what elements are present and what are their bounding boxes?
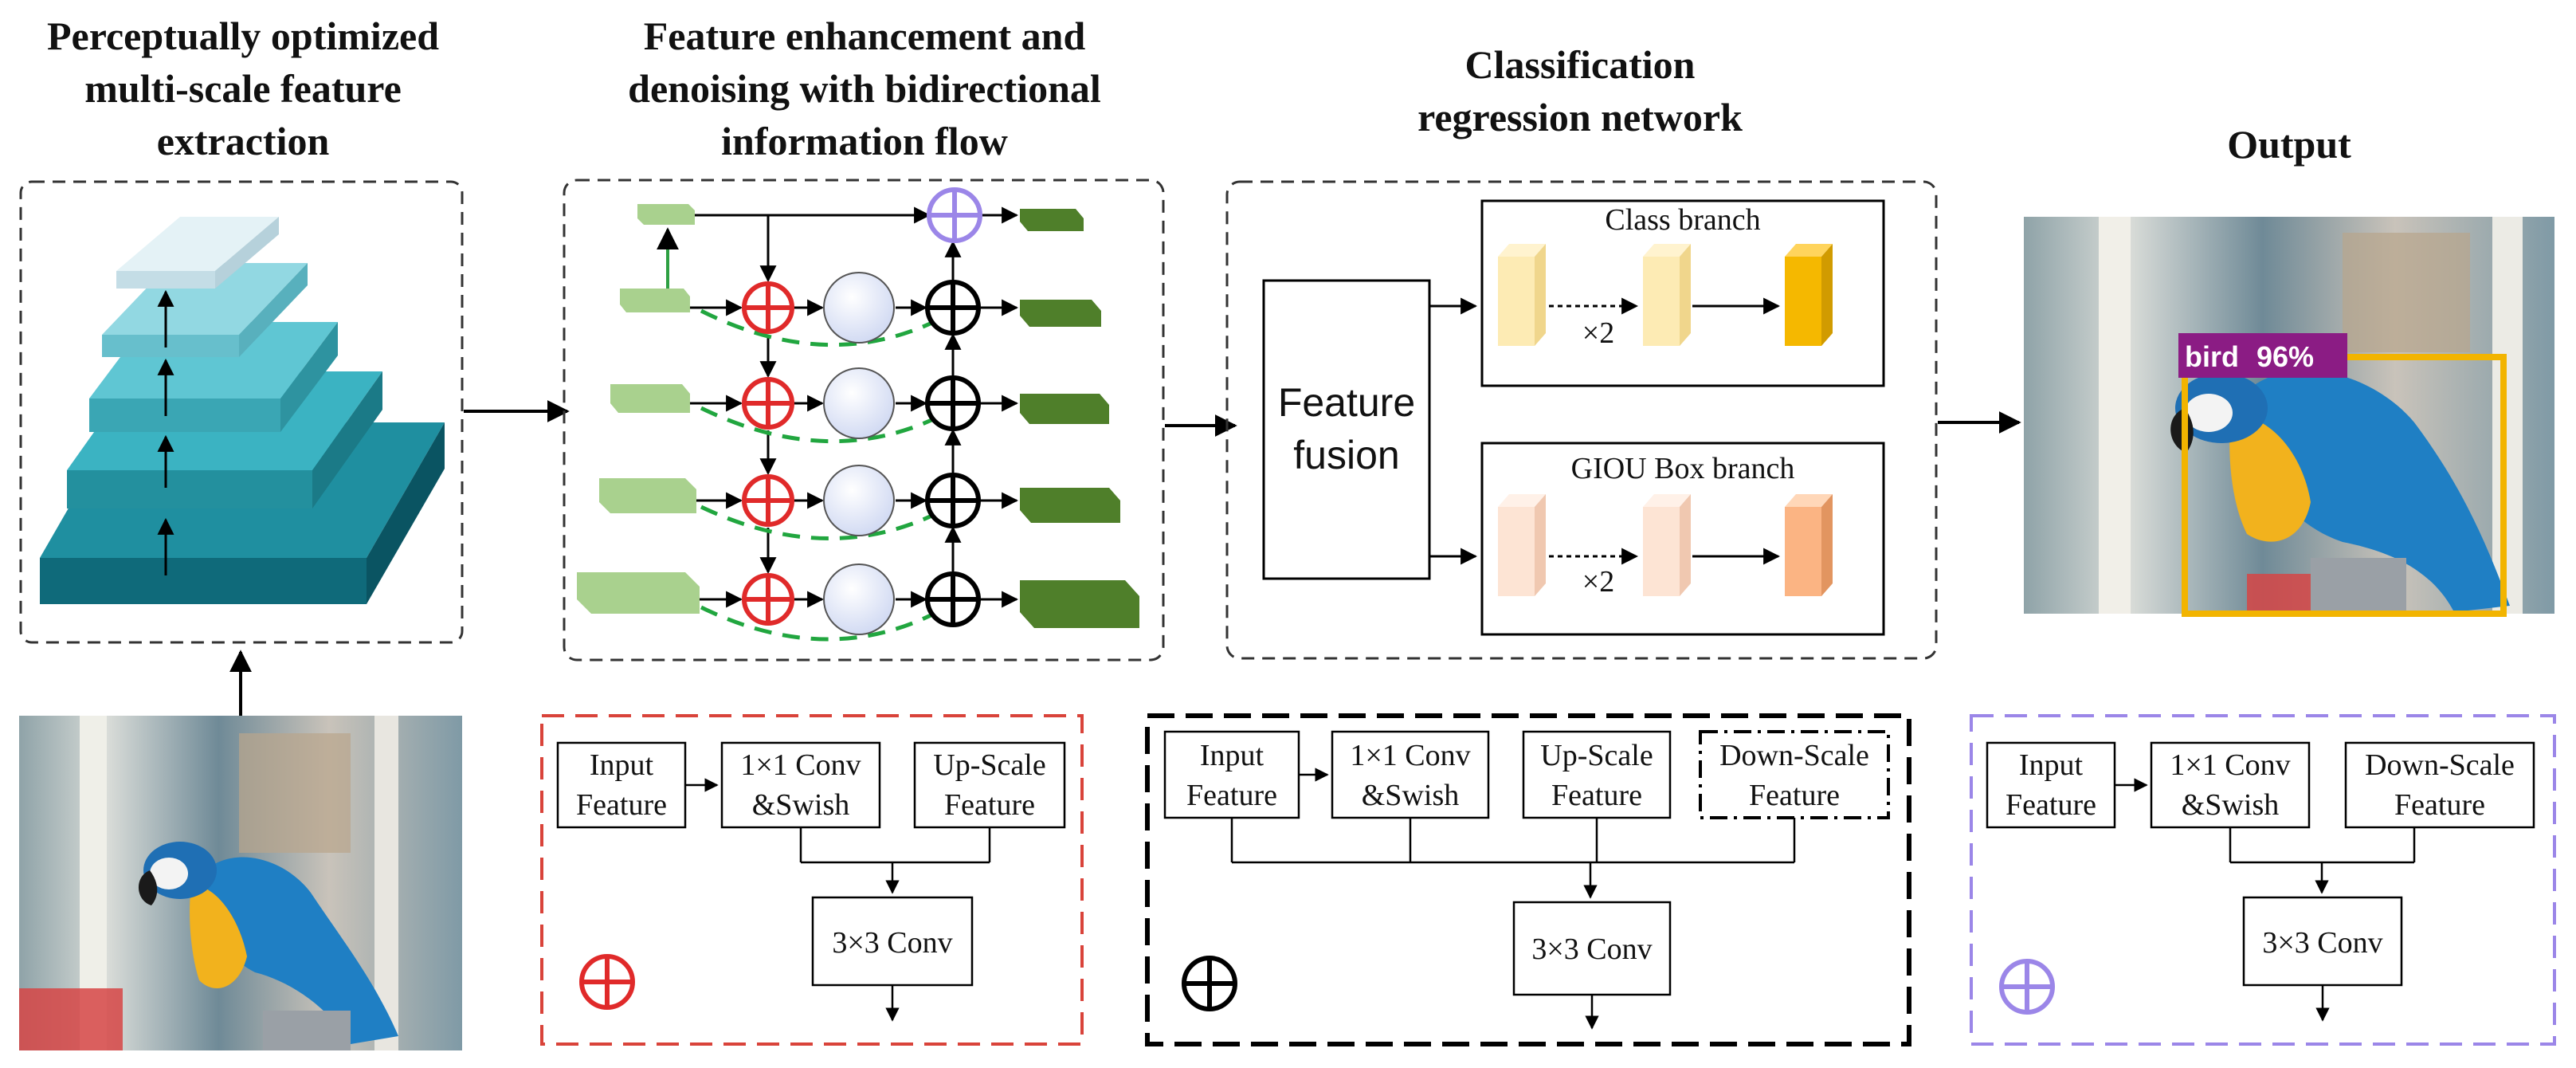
legend-purple-conv1-line1: 1×1 Conv bbox=[2170, 748, 2290, 782]
legend-black-up-line1: Up-Scale bbox=[1540, 739, 1653, 772]
stage1-title-line1: Perceptually optimized bbox=[47, 14, 439, 58]
stage2-title-line1: Feature enhancement and bbox=[644, 14, 1086, 58]
legend-red-scale-line1: Up-Scale bbox=[933, 748, 1045, 782]
stage3-title: Classification regression network bbox=[1417, 42, 1743, 139]
feature-fusion-label-line1: Feature bbox=[1278, 380, 1415, 425]
stage2-title: Feature enhancement and denoising with b… bbox=[628, 14, 1101, 163]
stage3-title-line1: Classification bbox=[1465, 42, 1696, 87]
stage1-frame bbox=[19, 180, 464, 644]
legend-black-input-line1: Input bbox=[1200, 739, 1264, 772]
stage3-frame bbox=[1225, 180, 1938, 660]
input-feature-slabs bbox=[577, 204, 700, 614]
pyramid-icon bbox=[40, 217, 445, 604]
stage2-title-line2: denoising with bidirectional bbox=[628, 66, 1101, 111]
legend-red-scale-line2: Feature bbox=[944, 788, 1035, 822]
feature-fusion-box bbox=[1262, 279, 1431, 580]
legend-red-conv3: 3×3 Conv bbox=[832, 926, 952, 960]
legend-black-input-line2: Feature bbox=[1186, 779, 1277, 812]
plus-circle-icon bbox=[1999, 959, 2055, 1015]
detection-label-bg bbox=[2178, 333, 2347, 378]
legend-red-conv1-line1: 1×1 Conv bbox=[740, 748, 861, 782]
feature-fusion-label-line2: fusion bbox=[1293, 433, 1399, 477]
legend-black-up-line2: Feature bbox=[1551, 779, 1642, 812]
class-branch-cubes bbox=[1498, 244, 1833, 346]
stage4-title: Output bbox=[2227, 122, 2351, 167]
legend-red-input-line2: Feature bbox=[576, 788, 667, 822]
legend-purple-conv1-line2: &Swish bbox=[2182, 788, 2279, 822]
detection-label: bird bbox=[2185, 340, 2239, 373]
stage1-title: Perceptually optimized multi-scale featu… bbox=[47, 14, 439, 163]
plus-circle-icon bbox=[579, 954, 635, 1010]
stage1-title-line2: multi-scale feature bbox=[84, 66, 402, 111]
output-parrot-photo bbox=[2024, 217, 2554, 614]
legend-purple-input-line2: Feature bbox=[2006, 788, 2096, 822]
legend-black-conv1-line2: &Swish bbox=[1362, 779, 1459, 812]
box-branch-cubes bbox=[1498, 494, 1833, 596]
legend-purple-scale-line2: Feature bbox=[2394, 788, 2485, 822]
purple-plus-node bbox=[927, 187, 982, 243]
legend-purple-input-line1: Input bbox=[2019, 748, 2084, 782]
bifpn-network bbox=[577, 187, 1139, 642]
legend-purple-conv3: 3×3 Conv bbox=[2262, 926, 2382, 960]
legend-red-conv1-line2: &Swish bbox=[752, 788, 849, 822]
legend-purple-scale-line1: Down-Scale bbox=[2365, 748, 2515, 782]
detection-score: 96% bbox=[2256, 340, 2314, 373]
legend-red-input-line1: Input bbox=[590, 748, 654, 782]
intermediate-nodes bbox=[823, 272, 895, 635]
legend-black-down-line2: Feature bbox=[1749, 779, 1840, 812]
stage1-title-line3: extraction bbox=[157, 119, 330, 163]
legend-purple: Input Feature 1×1 Conv &Swish Down-Scale… bbox=[1970, 714, 2556, 1046]
stage3-title-line2: regression network bbox=[1417, 95, 1743, 139]
plus-circle-icon bbox=[1182, 956, 1237, 1011]
stage2-title-line3: information flow bbox=[721, 119, 1008, 163]
legend-black-conv3: 3×3 Conv bbox=[1531, 933, 1652, 966]
legend-black-conv1-line1: 1×1 Conv bbox=[1350, 739, 1470, 772]
class-branch-repeat: ×2 bbox=[1582, 316, 1614, 350]
output-feature-slabs bbox=[1020, 209, 1139, 628]
stage2-frame bbox=[563, 179, 1165, 662]
legend-black: Input Feature 1×1 Conv &Swish Up-Scale F… bbox=[1145, 713, 1911, 1046]
black-plus-nodes bbox=[925, 280, 981, 627]
input-parrot-photo bbox=[19, 716, 462, 1050]
legend-black-down-line1: Down-Scale bbox=[1719, 739, 1869, 772]
red-plus-nodes bbox=[742, 281, 794, 626]
legend-red: Input Feature 1×1 Conv &Swish Up-Scale F… bbox=[540, 714, 1084, 1046]
box-branch-repeat: ×2 bbox=[1582, 565, 1614, 599]
box-branch-label: GIOU Box branch bbox=[1571, 452, 1795, 485]
class-branch-label: Class branch bbox=[1605, 203, 1760, 237]
